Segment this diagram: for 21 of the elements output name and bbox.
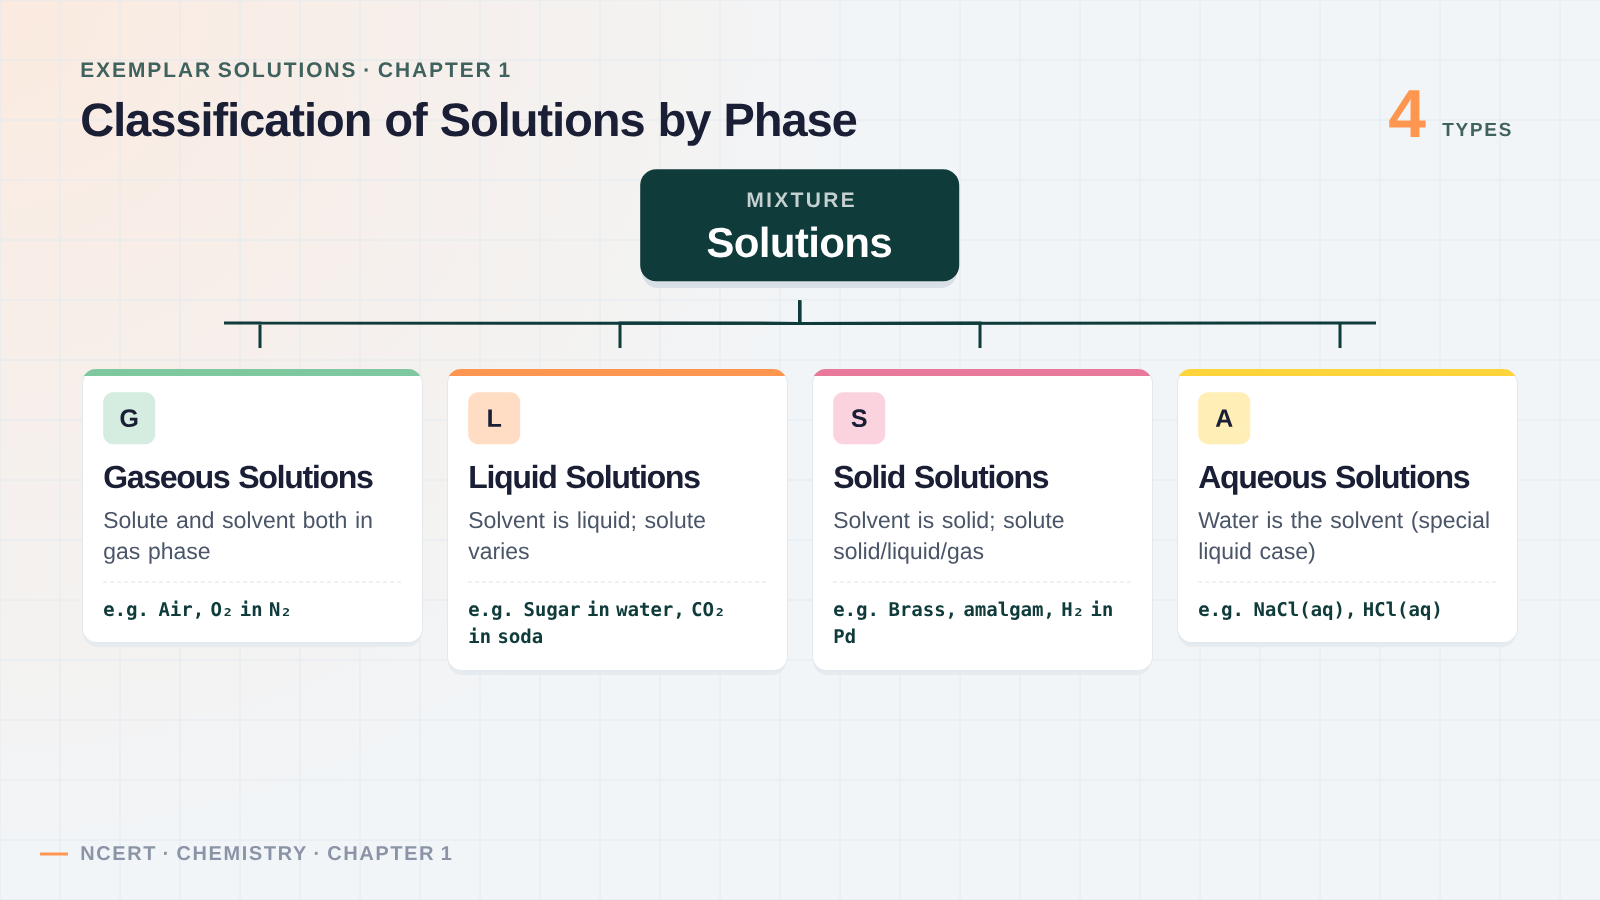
footer-text: NCERT · CHEMISTRY · CHAPTER 1 (81, 846, 452, 861)
letter-badge: A (1198, 392, 1251, 445)
example-text: e.g. NaCl(aq), HCl(aq) (1199, 601, 1440, 620)
letter-badge: L (468, 392, 521, 445)
card-description: Solvent is liquid; solute varies (468, 511, 705, 560)
example-text: e.g. Air, O₂ in N₂ (104, 600, 290, 620)
card-description: Water is the solvent (special liquid case) (1198, 511, 1489, 564)
card-title: Aqueous Solutions (1199, 464, 1470, 495)
count-number: 4 (1389, 90, 1426, 137)
count-label: TYPES (1442, 122, 1511, 137)
example-text: e.g. Sugar in water, CO₂ in soda (469, 600, 723, 644)
example-text: e.g. Brass, amalgam, H₂ in Pd (834, 600, 1112, 644)
card-description: Solute and solvent both in gas phase (104, 511, 372, 564)
card-title: Gaseous Solutions (104, 464, 373, 489)
title: Classification of Solutions by Phase (82, 101, 857, 146)
eyebrow-text: EXEMPLAR SOLUTIONS · CHAPTER 1 (81, 62, 510, 78)
letter-badge: S (833, 392, 886, 445)
letter-badge: G (103, 392, 156, 445)
card-description: Solvent is solid; solute solid/liquid/gas (833, 511, 1064, 564)
card-title: Liquid Solutions (470, 464, 700, 495)
card-title: Solid Solutions (834, 464, 1049, 489)
